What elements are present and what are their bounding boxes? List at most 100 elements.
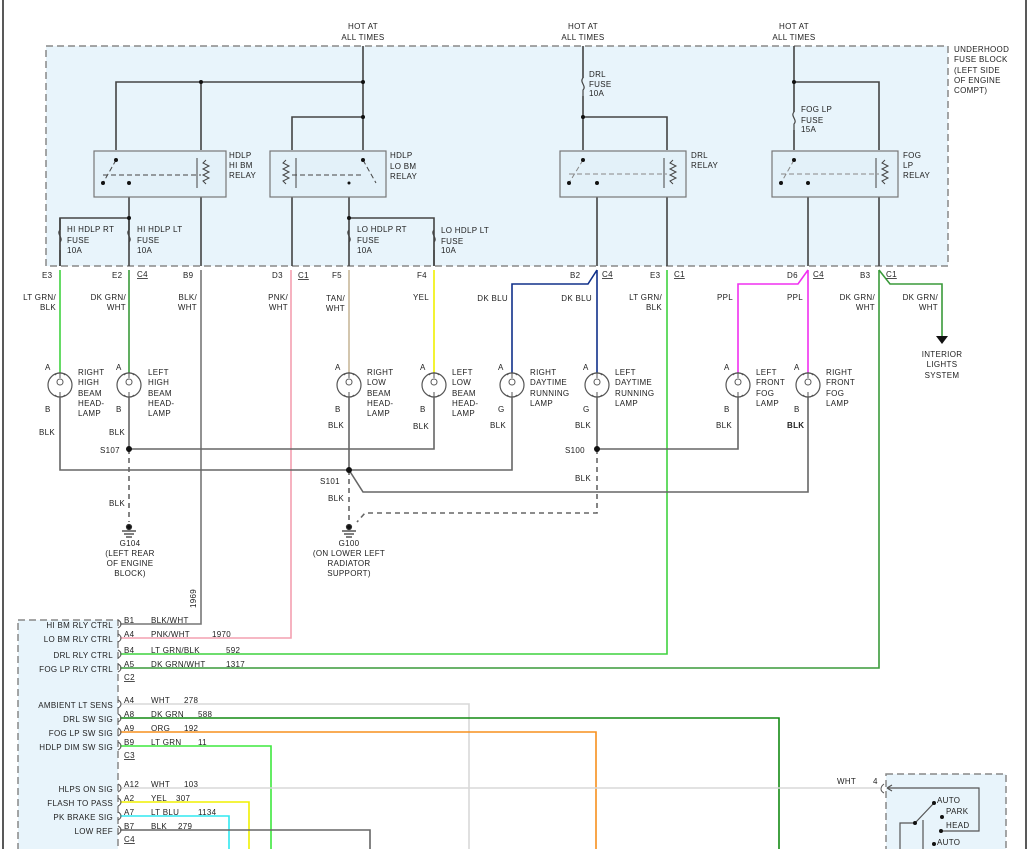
svg-text:BLK: BLK bbox=[716, 421, 732, 430]
svg-text:BLK: BLK bbox=[575, 421, 591, 430]
svg-text:WHT: WHT bbox=[269, 303, 288, 312]
svg-text:PPL: PPL bbox=[717, 293, 733, 302]
lamp-bulb-icon bbox=[336, 372, 362, 398]
module-wire-color: ORG bbox=[151, 724, 170, 733]
svg-text:RUNNING: RUNNING bbox=[530, 389, 569, 398]
svg-text:FUSE BLOCK: FUSE BLOCK bbox=[954, 55, 1008, 64]
svg-text:HIGH: HIGH bbox=[148, 378, 169, 387]
svg-text:LAMP: LAMP bbox=[78, 409, 101, 418]
svg-text:YEL: YEL bbox=[413, 293, 429, 302]
svg-text:FOG: FOG bbox=[826, 389, 844, 398]
control-module bbox=[17, 619, 119, 849]
svg-text:FOG LP: FOG LP bbox=[801, 105, 832, 114]
svg-text:BEAM: BEAM bbox=[148, 389, 172, 398]
svg-text:HEAD-: HEAD- bbox=[78, 399, 104, 408]
module-wire-color: YEL bbox=[151, 794, 167, 803]
module-pin-function: FOG LP SW SIG bbox=[49, 729, 113, 738]
svg-text:B: B bbox=[420, 405, 426, 414]
svg-text:FUSE: FUSE bbox=[801, 116, 824, 125]
svg-text:LAMP: LAMP bbox=[826, 399, 849, 408]
svg-text:B: B bbox=[794, 405, 800, 414]
module-pin-number: A12 bbox=[124, 780, 139, 789]
module-pin-number: A4 bbox=[124, 630, 135, 639]
svg-text:BLK: BLK bbox=[646, 303, 662, 312]
svg-text:C1: C1 bbox=[674, 270, 685, 279]
module-pin-number: B7 bbox=[124, 822, 135, 831]
lamp-bulb-icon bbox=[725, 372, 751, 398]
svg-text:DRL: DRL bbox=[589, 70, 606, 79]
svg-text:C1: C1 bbox=[886, 270, 897, 279]
svg-text:G: G bbox=[498, 405, 505, 414]
svg-text:HEAD-: HEAD- bbox=[452, 399, 478, 408]
svg-text:A: A bbox=[420, 363, 426, 372]
lamp-bulb-icon bbox=[47, 372, 73, 398]
module-wire-color: LT GRN bbox=[151, 738, 181, 747]
svg-text:FUSE: FUSE bbox=[137, 236, 160, 245]
svg-text:SUPPORT): SUPPORT) bbox=[327, 569, 371, 578]
module-pin-number: A5 bbox=[124, 660, 135, 669]
svg-text:SYSTEM: SYSTEM bbox=[925, 371, 960, 380]
module-pin-number: A4 bbox=[124, 696, 135, 705]
svg-text:15A: 15A bbox=[801, 125, 816, 134]
module-pin-function: AMBIENT LT SENS bbox=[38, 701, 113, 710]
module-pin-number: B4 bbox=[124, 646, 135, 655]
svg-text:RADIATOR: RADIATOR bbox=[328, 559, 371, 568]
svg-text:(LEFT REAR: (LEFT REAR bbox=[105, 549, 155, 558]
svg-text:A: A bbox=[724, 363, 730, 372]
module-pin-function: LO BM RLY CTRL bbox=[44, 635, 114, 644]
svg-text:B: B bbox=[45, 405, 51, 414]
svg-text:HEAD: HEAD bbox=[946, 821, 969, 830]
svg-text:HOT AT: HOT AT bbox=[348, 22, 378, 31]
svg-text:LOW: LOW bbox=[452, 378, 471, 387]
svg-text:E3: E3 bbox=[42, 271, 53, 280]
svg-text:FUSE: FUSE bbox=[441, 237, 464, 246]
svg-text:E2: E2 bbox=[112, 271, 123, 280]
module-pin-function: HLPS ON SIG bbox=[59, 785, 113, 794]
svg-text:UNDERHOOD: UNDERHOOD bbox=[954, 45, 1009, 54]
svg-text:LAMP: LAMP bbox=[530, 399, 553, 408]
circuit-1969: 1969 bbox=[189, 589, 198, 608]
svg-text:LAMP: LAMP bbox=[367, 409, 390, 418]
svg-text:BLK: BLK bbox=[787, 421, 804, 430]
splice-dots bbox=[126, 446, 600, 473]
svg-text:(LEFT SIDE: (LEFT SIDE bbox=[954, 66, 1000, 75]
svg-text:LOW: LOW bbox=[367, 378, 386, 387]
module-wire-color: WHT bbox=[151, 696, 170, 705]
svg-text:C4: C4 bbox=[137, 270, 148, 279]
svg-text:FRONT: FRONT bbox=[826, 378, 855, 387]
svg-text:A: A bbox=[583, 363, 589, 372]
svg-text:A: A bbox=[335, 363, 341, 372]
svg-text:OF ENGINE: OF ENGINE bbox=[954, 76, 1001, 85]
svg-text:D6: D6 bbox=[787, 271, 798, 280]
svg-text:BLK: BLK bbox=[328, 421, 344, 430]
svg-text:HDLP: HDLP bbox=[390, 151, 413, 160]
svg-text:HI BM: HI BM bbox=[229, 161, 253, 170]
svg-text:INTERIOR: INTERIOR bbox=[922, 350, 963, 359]
svg-text:LP: LP bbox=[903, 161, 913, 170]
svg-text:COMPT): COMPT) bbox=[954, 86, 987, 95]
svg-text:LT GRN/: LT GRN/ bbox=[23, 293, 56, 302]
svg-text:RELAY: RELAY bbox=[691, 161, 719, 170]
svg-text:RELAY: RELAY bbox=[903, 171, 931, 180]
module-pin-number: B9 bbox=[124, 738, 135, 747]
svg-text:DK GRN/: DK GRN/ bbox=[903, 293, 939, 302]
svg-text:LO BM: LO BM bbox=[390, 162, 416, 171]
svg-text:ALL TIMES: ALL TIMES bbox=[772, 33, 815, 42]
svg-text:G: G bbox=[583, 405, 590, 414]
module-wire-color: PNK/WHT bbox=[151, 630, 190, 639]
svg-text:HI HDLP LT: HI HDLP LT bbox=[137, 225, 182, 234]
svg-text:LEFT: LEFT bbox=[615, 368, 636, 377]
svg-text:FRONT: FRONT bbox=[756, 378, 785, 387]
module-wire-color: BLK bbox=[151, 822, 167, 831]
lamps bbox=[47, 372, 821, 398]
